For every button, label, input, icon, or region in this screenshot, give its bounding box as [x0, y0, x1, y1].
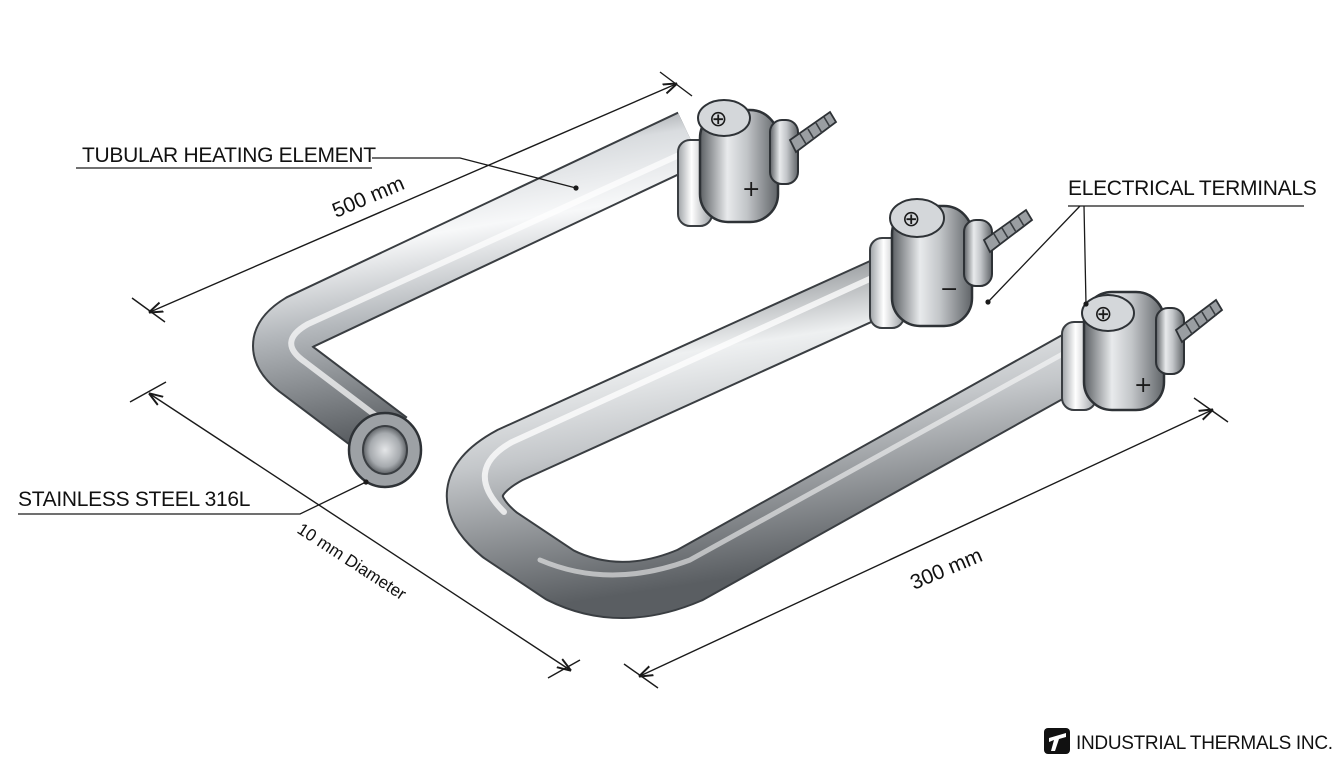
tube-left-l-shape [252, 111, 703, 464]
terminal-1-stud [788, 110, 838, 154]
terminal-2-cap-symbol: ⊕ [902, 207, 920, 232]
terminals-label: ELECTRICAL TERMINALS [1068, 177, 1317, 200]
terminal-3-side-symbol: + [1134, 373, 1152, 398]
tube-open-end [347, 411, 423, 489]
tube-u-shape [446, 258, 1090, 619]
brand-name: INDUSTRIAL THERMALS INC. [1076, 733, 1333, 754]
callout-dots [363, 185, 1089, 485]
brand-logo: INDUSTRIAL THERMALS INC. [1044, 728, 1333, 754]
terminal-2: ⊕ − [869, 198, 1034, 329]
element-label: TUBULAR HEATING ELEMENT [82, 144, 376, 167]
stylized-t-logo-icon [1044, 728, 1070, 754]
dimension-diameter [129, 381, 581, 679]
terminal-3-cap-symbol: ⊕ [1094, 302, 1112, 327]
terminal-1-cap-symbol: ⊕ [709, 107, 727, 132]
material-label: STAINLESS STEEL 316L [18, 488, 250, 511]
callout-leaders [18, 157, 1304, 515]
dimension-500-label: 500 mm [329, 172, 408, 223]
terminal-2-stud [982, 208, 1034, 254]
terminal-1-side-symbol: + [742, 177, 760, 202]
terminal-2-side-symbol: − [940, 277, 958, 302]
terminal-3-stud [1174, 298, 1224, 344]
dimension-300 [623, 397, 1229, 689]
dimension-diameter-label: 10 mm Diameter [294, 519, 410, 604]
terminal-1: ⊕ + [677, 99, 838, 227]
terminal-3: ⊕ + [1061, 290, 1224, 412]
dimension-300-label: 300 mm [907, 544, 986, 595]
dimension-500 [131, 71, 693, 323]
